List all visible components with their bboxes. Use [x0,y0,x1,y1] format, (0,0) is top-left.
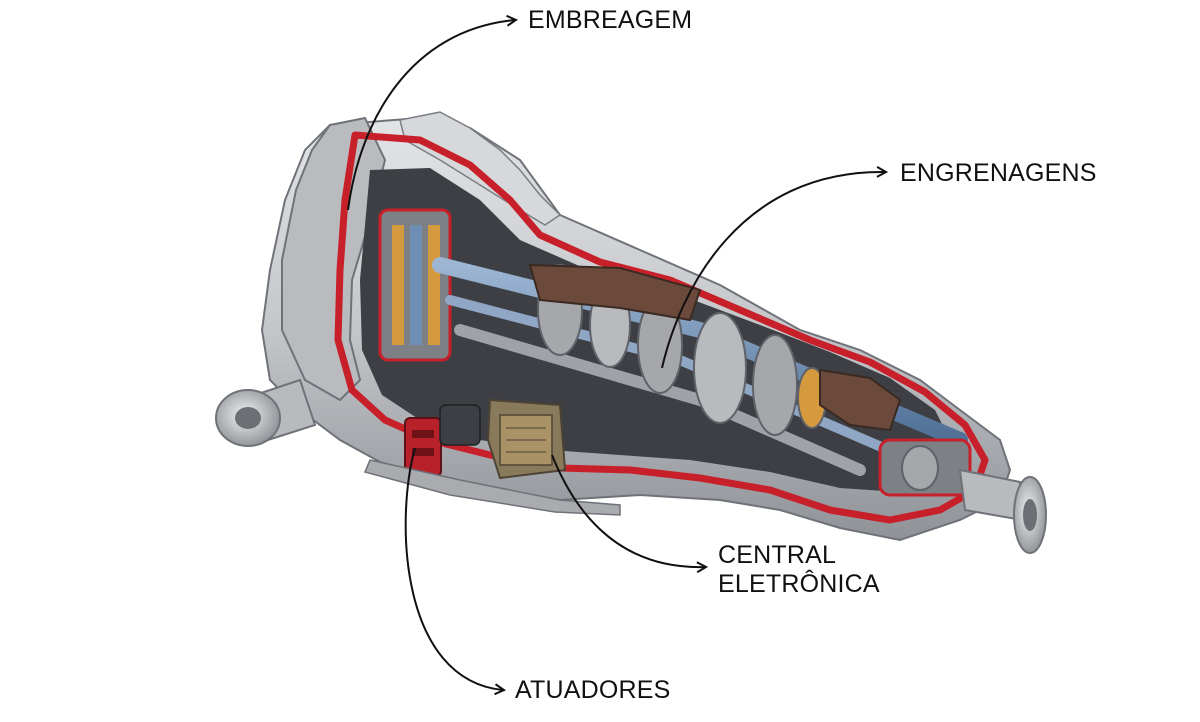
output-flange [958,468,1047,554]
leader-line-gears [661,172,885,369]
label-gears: ENGRENAGENS [900,159,1097,187]
leader-line-actuators [404,447,503,690]
leader-line-electronics [551,454,705,567]
transmission-illustration [215,111,1047,554]
input-flange [215,378,317,447]
label-electronics-line2: ELETRÔNICA [718,569,880,598]
label-electronics: CENTRAL ELETRÔNICA [718,541,880,599]
housing-ribs [399,111,562,226]
leader-lines [347,20,885,690]
actuator-solenoids [404,404,481,477]
electronic-control-unit [486,398,567,480]
label-actuators: ATUADORES [515,676,671,704]
label-electronics-line1: CENTRAL [718,541,837,569]
cut-face-outline [334,131,989,524]
clutch-pack [378,208,452,362]
rear-brown-housing [819,368,902,432]
oil-pan [363,459,621,516]
gear-sets [537,264,827,436]
output-section [878,438,972,497]
shift-selector [528,263,702,322]
leader-line-clutch [347,20,515,211]
label-clutch: EMBREAGEM [528,6,693,34]
